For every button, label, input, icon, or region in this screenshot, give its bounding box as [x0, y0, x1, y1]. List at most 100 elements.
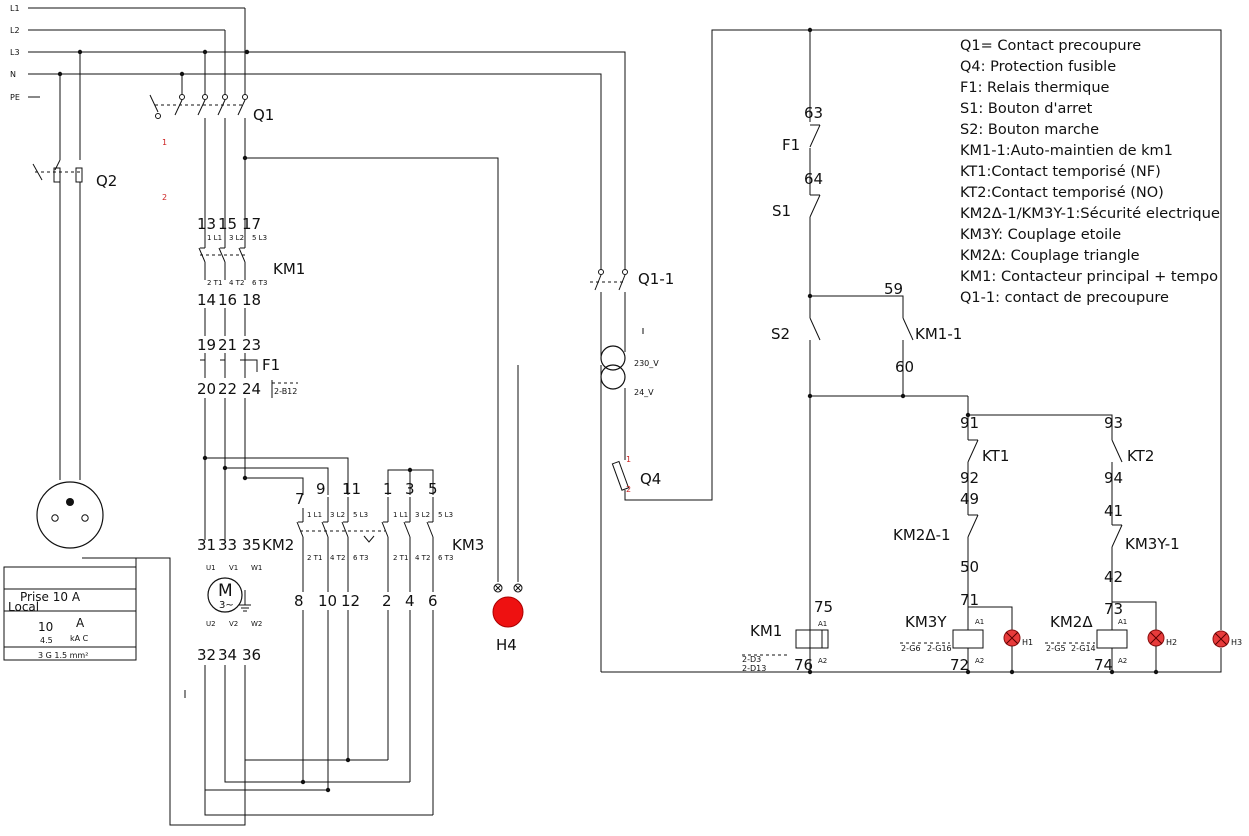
q1-mark-1: 1: [162, 138, 167, 147]
ctrl-s2-label: S2: [771, 325, 790, 343]
legend-item-7: KT1:Contact temporisé (NF): [960, 164, 1161, 180]
q1-label: Q1: [253, 106, 274, 124]
legend: Q1= Contact precoupure Q4: Protection fu…: [960, 38, 1220, 306]
km2-bottom-small-1: 2 T1: [307, 554, 322, 562]
coil-km1-term-75: 75: [814, 598, 833, 616]
legend-item-4: S1: Bouton d'arret: [960, 101, 1093, 117]
legend-item-5: S2: Bouton marche: [960, 122, 1099, 138]
motor-term-v2: V2: [229, 620, 238, 628]
coil-km1-term-76: 76: [794, 656, 813, 674]
km3-top-small-3: 5 L3: [438, 511, 453, 519]
motor-bottom-36: 36: [242, 646, 261, 664]
km2-power-label: KM2: [262, 536, 294, 554]
legend-item-9: KM2Δ-1/KM3Y-1:Sécurité electrique: [960, 206, 1220, 222]
km1-power-contacts: 13 15 17 1 L1 3 L2 5 L3 2 T1 4 T2 6 T3 1…: [197, 215, 305, 336]
q2-breaker: Q2: [32, 159, 117, 480]
km2-bottom-small-3: 6 T3: [353, 554, 368, 562]
ctrl-kt1-term-92: 92: [960, 469, 979, 487]
coil-km1-a1: A1: [818, 620, 827, 628]
motor-term-u2: U2: [206, 620, 216, 628]
km2-power-contacts: 7 9 11 1 L1 3 L2 5 L3 2 T1 4 T2 6 T3 8 1…: [262, 480, 385, 790]
coil-km2d-ref-2: 2-G14: [1071, 644, 1096, 653]
km2-bottom-12: 12: [341, 592, 360, 610]
ctrl-f1-term-64: 64: [804, 170, 823, 188]
motor-term-u1: U1: [206, 564, 216, 572]
coil-km3y-term-72: 72: [950, 656, 969, 674]
socket-location: Local: [8, 600, 39, 614]
motor-bottom-32: 32: [197, 646, 216, 664]
transformer-primary: 230_V: [634, 359, 659, 368]
h3-label: H3: [1231, 638, 1242, 647]
f1-ref: 2-B12: [274, 387, 297, 396]
socket-rating: 10: [38, 620, 53, 634]
motor-bottom-34: 34: [218, 646, 237, 664]
km3-bottom-6: 6: [428, 592, 438, 610]
km2-top-small-2: 3 L2: [330, 511, 345, 519]
f1-bottom-20: 20: [197, 380, 216, 398]
km1-top-13: 13: [197, 215, 216, 233]
km2-top-7: 7: [295, 490, 305, 508]
legend-item-3: F1: Relais thermique: [960, 80, 1110, 96]
motor-term-v1: V1: [229, 564, 238, 572]
legend-item-13: Q1-1: contact de precoupure: [960, 290, 1169, 306]
coil-km3y-a2: A2: [975, 657, 984, 665]
ctrl-km2d-1-term-50: 50: [960, 558, 979, 576]
q2-label: Q2: [96, 172, 117, 190]
f1-power-label: F1: [262, 356, 280, 374]
legend-item-2: Q4: Protection fusible: [960, 59, 1116, 75]
h2-label: H2: [1166, 638, 1177, 647]
socket-title: Prise 10 A: [20, 590, 81, 604]
coil-km3y-ref-1: 2-G6: [901, 644, 921, 653]
km3-power-contacts: 1 3 5 1 L1 3 L2 5 L3 2 T1 4 T2 6 T3 2 4 …: [381, 480, 484, 815]
legend-item-1: Q1= Contact precoupure: [960, 38, 1141, 54]
bus-label-n: N: [10, 70, 16, 79]
km2-bottom-10: 10: [318, 592, 337, 610]
km1-bottom-16: 16: [218, 291, 237, 309]
km2-top-small-1: 1 L1: [307, 511, 322, 519]
km3-top-1: 1: [383, 480, 393, 498]
km3-bottom-2: 2: [382, 592, 392, 610]
socket-unit: A: [76, 616, 85, 630]
supply-buses: L1 L2 L3 N PE: [10, 4, 250, 160]
legend-item-6: KM1-1:Auto-maintien de km1: [960, 143, 1173, 159]
h1-label: H1: [1022, 638, 1033, 647]
f1-bottom-22: 22: [218, 380, 237, 398]
bus-label-l2: L2: [10, 26, 20, 35]
ctrl-km2d-1-term-49: 49: [960, 490, 979, 508]
ctrl-s1-label: S1: [772, 202, 791, 220]
coil-km3y-label: KM3Y: [905, 613, 947, 631]
motor-top-35: 35: [242, 536, 261, 554]
f1-top-19: 19: [197, 336, 216, 354]
socket-outlet: [36, 481, 104, 549]
q1-1-label: Q1-1: [638, 270, 674, 288]
motor-top-33: 33: [218, 536, 237, 554]
km1-bottom-small-3: 6 T3: [252, 279, 267, 287]
ctrl-kt2-label: KT2: [1127, 447, 1154, 465]
km1-bottom-small-2: 4 T2: [229, 279, 244, 287]
transformer-secondary: 24_V: [634, 388, 654, 397]
ctrl-km1-1-term-60: 60: [895, 358, 914, 376]
ctrl-kt1-term-91: 91: [960, 414, 979, 432]
ctrl-f1-label: F1: [782, 136, 800, 154]
km1-top-15: 15: [218, 215, 237, 233]
km1-top-small-3: 5 L3: [252, 234, 267, 242]
km1-top-17: 17: [242, 215, 261, 233]
km2-top-small-3: 5 L3: [353, 511, 368, 519]
motor-symbol: M: [218, 581, 233, 601]
ctrl-kt1-label: KT1: [982, 447, 1009, 465]
ctrl-km1-1-term-59: 59: [884, 280, 903, 298]
control-supply: Q1-1 230_V 24_V 1 2 Q4: [590, 29, 1222, 673]
km3-bottom-small-1: 2 T1: [393, 554, 408, 562]
km1-bottom-small-1: 2 T1: [207, 279, 222, 287]
km2-top-9: 9: [316, 480, 326, 498]
ctrl-kt2-term-93: 93: [1104, 414, 1123, 432]
motor-term-w2: W2: [251, 620, 262, 628]
coil-km1-a2: A2: [818, 657, 827, 665]
km3-top-small-1: 1 L1: [393, 511, 408, 519]
ctrl-km2d-1-label: KM2Δ-1: [893, 526, 951, 544]
ctrl-kt2-term-94: 94: [1104, 469, 1123, 487]
legend-item-10: KM3Y: Couplage etoile: [960, 227, 1121, 243]
motor-phases: 3~: [219, 600, 234, 611]
km1-bottom-18: 18: [242, 291, 261, 309]
